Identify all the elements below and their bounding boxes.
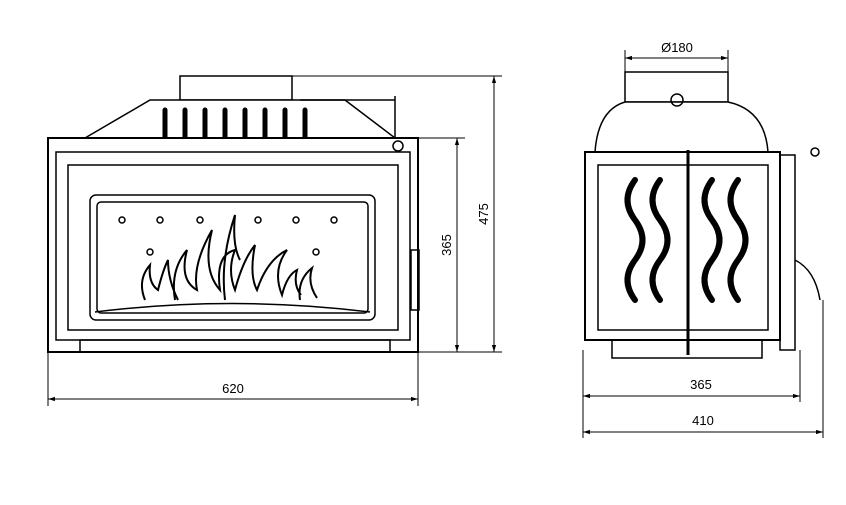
front-dimensions — [47, 75, 502, 406]
front-view — [47, 75, 420, 353]
total-depth-label: 410 — [692, 413, 714, 428]
top-hood — [82, 99, 398, 139]
side-panel — [597, 164, 769, 331]
side-dome — [594, 101, 769, 153]
glass-inner — [96, 201, 369, 314]
width-label: 620 — [222, 381, 244, 396]
side-base — [611, 339, 763, 359]
body-depth-label: 365 — [690, 377, 712, 392]
wavy-fins — [624, 177, 749, 303]
dome-hook — [670, 93, 684, 107]
flue-collar — [179, 75, 293, 101]
flames — [140, 214, 318, 301]
side-body — [584, 151, 781, 341]
glass-window — [89, 194, 376, 321]
side-handle — [794, 259, 821, 301]
door-side — [779, 154, 796, 351]
body-height-label: 365 — [439, 234, 454, 256]
side-dimensions — [582, 50, 824, 438]
door-frame-inner — [67, 164, 399, 331]
flue-diameter-label: Ø180 — [661, 40, 693, 55]
grate-line — [94, 302, 371, 313]
side-knob — [810, 147, 820, 157]
total-height-label: 475 — [476, 203, 491, 225]
door-hinge — [392, 140, 404, 152]
side-view — [584, 71, 821, 359]
door-handle — [410, 249, 420, 311]
base-strip — [79, 339, 391, 353]
front-body — [47, 137, 419, 353]
side-flue-collar — [624, 71, 729, 103]
hood-ribs — [162, 107, 308, 141]
glass-dots — [118, 216, 338, 256]
